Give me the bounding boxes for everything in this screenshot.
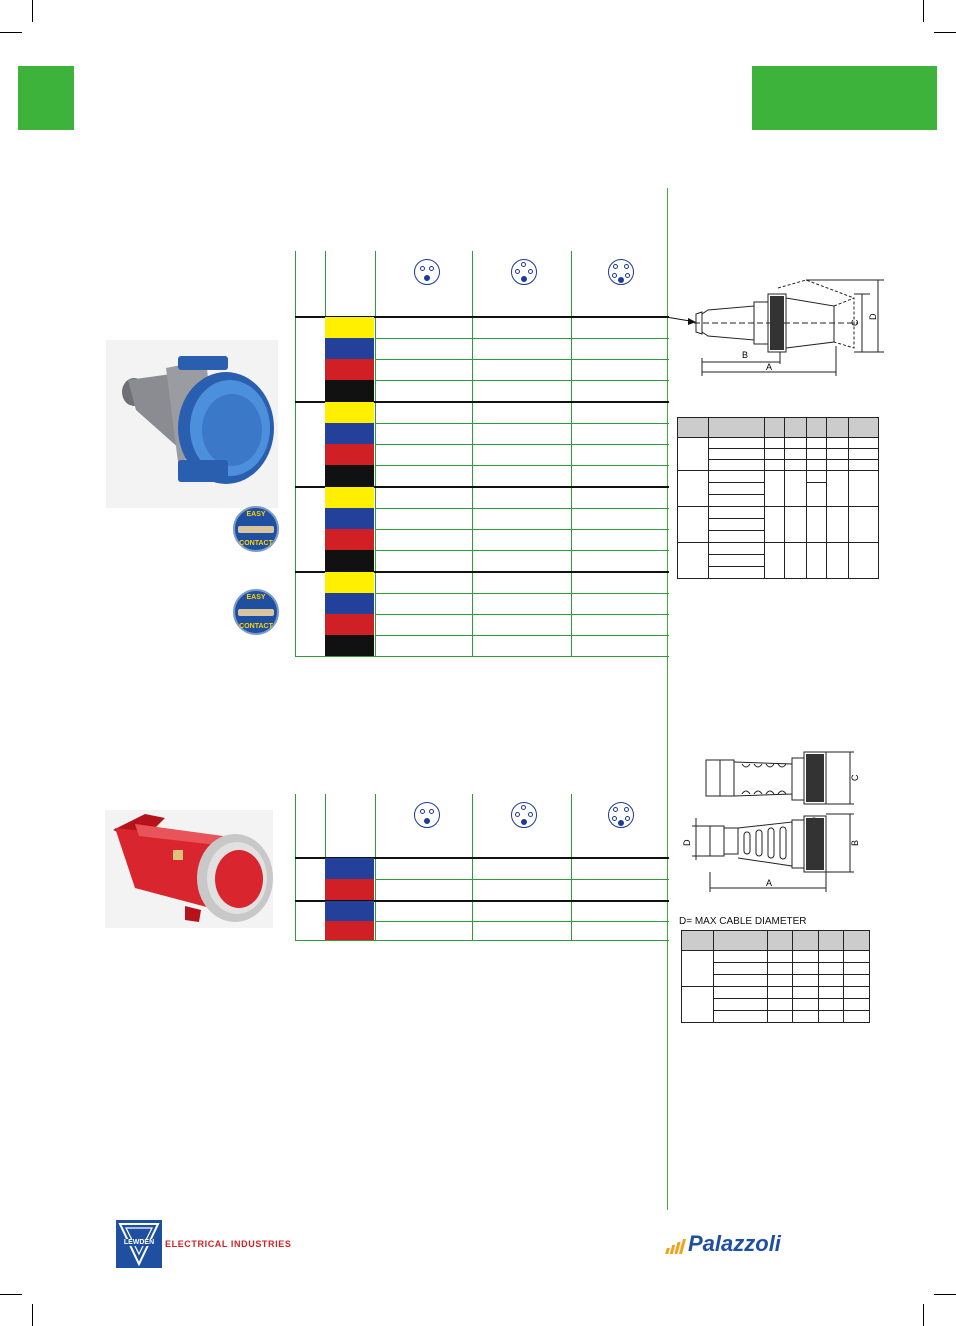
row-line [375, 635, 669, 636]
dimension-table-bottom [681, 930, 870, 1023]
grid-frame [295, 794, 669, 941]
color-swatch-black [325, 550, 374, 571]
row-line [375, 359, 669, 360]
badge-top-text: EASY [246, 511, 266, 518]
row-line [375, 879, 669, 880]
grid-col-sep [375, 794, 376, 941]
palazzoli-logo-bars [665, 1236, 688, 1254]
dim-label-d: D [682, 839, 692, 846]
group-divider [295, 857, 669, 859]
color-swatch-blue [325, 338, 374, 359]
color-swatch-yellow [325, 572, 374, 593]
dim-label-b: B [742, 350, 748, 360]
badge-top-text: EASY [246, 594, 266, 601]
color-swatch-red [325, 879, 374, 900]
crop-mark [923, 0, 924, 22]
easy-contact-badge: EASY CONTACT [233, 506, 279, 552]
color-swatch-black [325, 380, 374, 401]
5-pin-socket-icon [608, 259, 634, 285]
blue-socket-image [106, 340, 278, 508]
group-divider [295, 571, 669, 573]
row-line [375, 380, 669, 381]
dim-label-c: C [850, 774, 860, 781]
socket-dimension-drawing-top: B A C D [694, 279, 884, 376]
crop-mark [934, 32, 956, 33]
color-swatch-yellow [325, 402, 374, 423]
lower-color-grid [295, 794, 669, 941]
column-divider [667, 188, 668, 1210]
5-pin-socket-icon [608, 802, 634, 828]
row-line [375, 444, 669, 445]
grid-frame [295, 251, 669, 657]
grid-col-sep [571, 794, 572, 941]
row-line [375, 550, 669, 551]
color-swatch-blue [325, 423, 374, 444]
row-line [375, 614, 669, 615]
color-swatch-red [325, 359, 374, 380]
grid-col-sep [571, 251, 572, 657]
socket-dimension-drawing-bottom: C B D A [682, 751, 860, 892]
badge-wire-graphic [238, 609, 274, 616]
color-swatch-red [325, 614, 374, 635]
lewden-logo-word: LEWDEN [116, 1239, 162, 1246]
4-pin-socket-icon [511, 802, 537, 828]
dimension-table-top [677, 417, 879, 579]
grid-col-sep [375, 251, 376, 657]
badge-wire-graphic [238, 526, 274, 533]
pointer-arrow [666, 316, 696, 325]
lewden-logo-text: ELECTRICAL INDUSTRIES [165, 1239, 292, 1249]
color-swatch-yellow [325, 317, 374, 338]
color-swatch-red [325, 529, 374, 550]
group-divider [295, 316, 669, 318]
row-line [375, 338, 669, 339]
group-divider [295, 900, 669, 902]
dim-label-a: A [766, 362, 772, 372]
crop-mark [0, 32, 22, 33]
color-swatch-black [325, 465, 374, 486]
easy-contact-badge: EASY CONTACT [233, 589, 279, 635]
grid-col-sep [472, 794, 473, 941]
row-line [375, 465, 669, 466]
crop-mark [32, 1304, 33, 1326]
color-swatch-blue [325, 508, 374, 529]
dim-label-a: A [766, 878, 772, 888]
crop-mark [923, 1304, 924, 1326]
palazzoli-logo-text: Palazzoli [688, 1231, 781, 1256]
row-line [375, 508, 669, 509]
row-line [375, 921, 669, 922]
header-tab-right [752, 66, 937, 130]
color-swatch-blue [325, 593, 374, 614]
row-line [375, 593, 669, 594]
color-swatch-blue [325, 858, 374, 879]
dim-label-b: B [850, 840, 860, 846]
grid-col-sep [472, 251, 473, 657]
color-swatch-yellow [325, 487, 374, 508]
lewden-logo: LEWDEN [116, 1220, 162, 1268]
group-divider [295, 486, 669, 488]
crop-mark [32, 0, 33, 22]
color-swatch-red [325, 921, 374, 940]
3-pin-socket-icon [414, 259, 440, 285]
badge-bottom-text: CONTACT [239, 623, 273, 630]
dim-label-d: D [868, 313, 878, 320]
crop-mark [0, 1294, 22, 1295]
3-pin-socket-icon [414, 802, 440, 828]
crop-mark [934, 1294, 956, 1295]
upper-color-grid [295, 251, 669, 657]
max-cable-diameter-note: D= MAX CABLE DIAMETER [679, 916, 807, 927]
group-divider [295, 401, 669, 403]
color-swatch-red [325, 444, 374, 465]
red-socket-image [105, 810, 273, 928]
color-swatch-black [325, 635, 374, 656]
row-line [375, 529, 669, 530]
4-pin-socket-icon [511, 259, 537, 285]
badge-bottom-text: CONTACT [239, 540, 273, 547]
dim-label-c: C [850, 319, 860, 326]
color-swatch-blue [325, 901, 374, 921]
row-line [375, 423, 669, 424]
header-tab-left [18, 66, 74, 130]
